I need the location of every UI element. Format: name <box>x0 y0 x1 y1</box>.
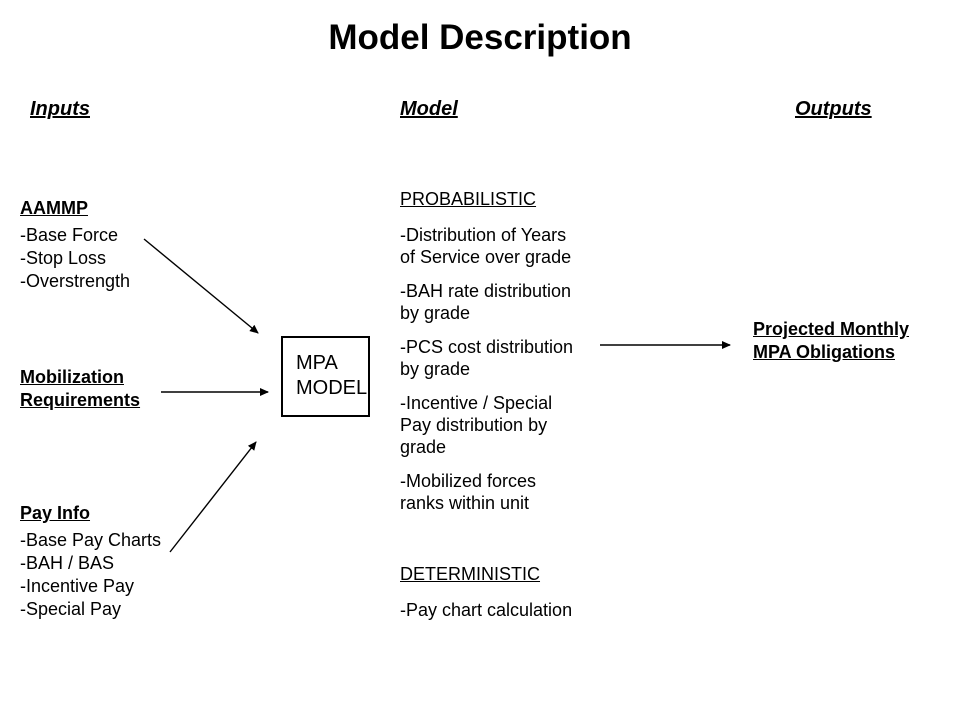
model-section-deterministic: DETERMINISTIC -Pay chart calculation <box>400 563 615 633</box>
model-item: -Pay chart calculation <box>400 600 573 620</box>
input-heading-mobilization: Mobilization Requirements <box>20 367 141 410</box>
model-item: -BAH rate distribution by grade <box>400 281 572 323</box>
input-heading-aammp: AAMMP <box>20 198 88 218</box>
model-item: -Incentive / Special Pay distribution by… <box>400 393 553 457</box>
column-header-model: Model <box>400 98 458 120</box>
input-block-aammp: AAMMP -Base Force -Stop Loss -Overstreng… <box>20 197 200 293</box>
input-heading-pay-info: Pay Info <box>20 503 91 523</box>
model-item: -Distribution of Years of Service over g… <box>400 225 572 267</box>
model-item: -PCS cost distribution by grade <box>400 337 574 379</box>
input-block-pay-info: Pay Info -Base Pay Charts -BAH / BAS -In… <box>20 502 200 621</box>
page-title: Model Description <box>328 18 632 57</box>
mpa-model-box: MPA MODEL <box>281 336 370 417</box>
model-section-heading-probabilistic: PROBABILISTIC <box>400 189 537 209</box>
input-block-mobilization: Mobilization Requirements <box>20 366 200 416</box>
model-section-heading-deterministic: DETERMINISTIC <box>400 564 541 584</box>
column-header-outputs: Outputs <box>795 98 872 120</box>
mpa-model-box-label: MPA MODEL <box>296 352 368 399</box>
column-header-inputs: Inputs <box>30 98 90 120</box>
input-items-aammp: -Base Force -Stop Loss -Overstrength <box>20 225 131 291</box>
output-label: Projected Monthly MPA Obligations <box>753 319 910 362</box>
model-item: -Mobilized forces ranks within unit <box>400 471 537 513</box>
model-section-probabilistic: PROBABILISTIC -Distribution of Years of … <box>400 188 615 526</box>
input-items-pay-info: -Base Pay Charts -BAH / BAS -Incentive P… <box>20 530 162 619</box>
